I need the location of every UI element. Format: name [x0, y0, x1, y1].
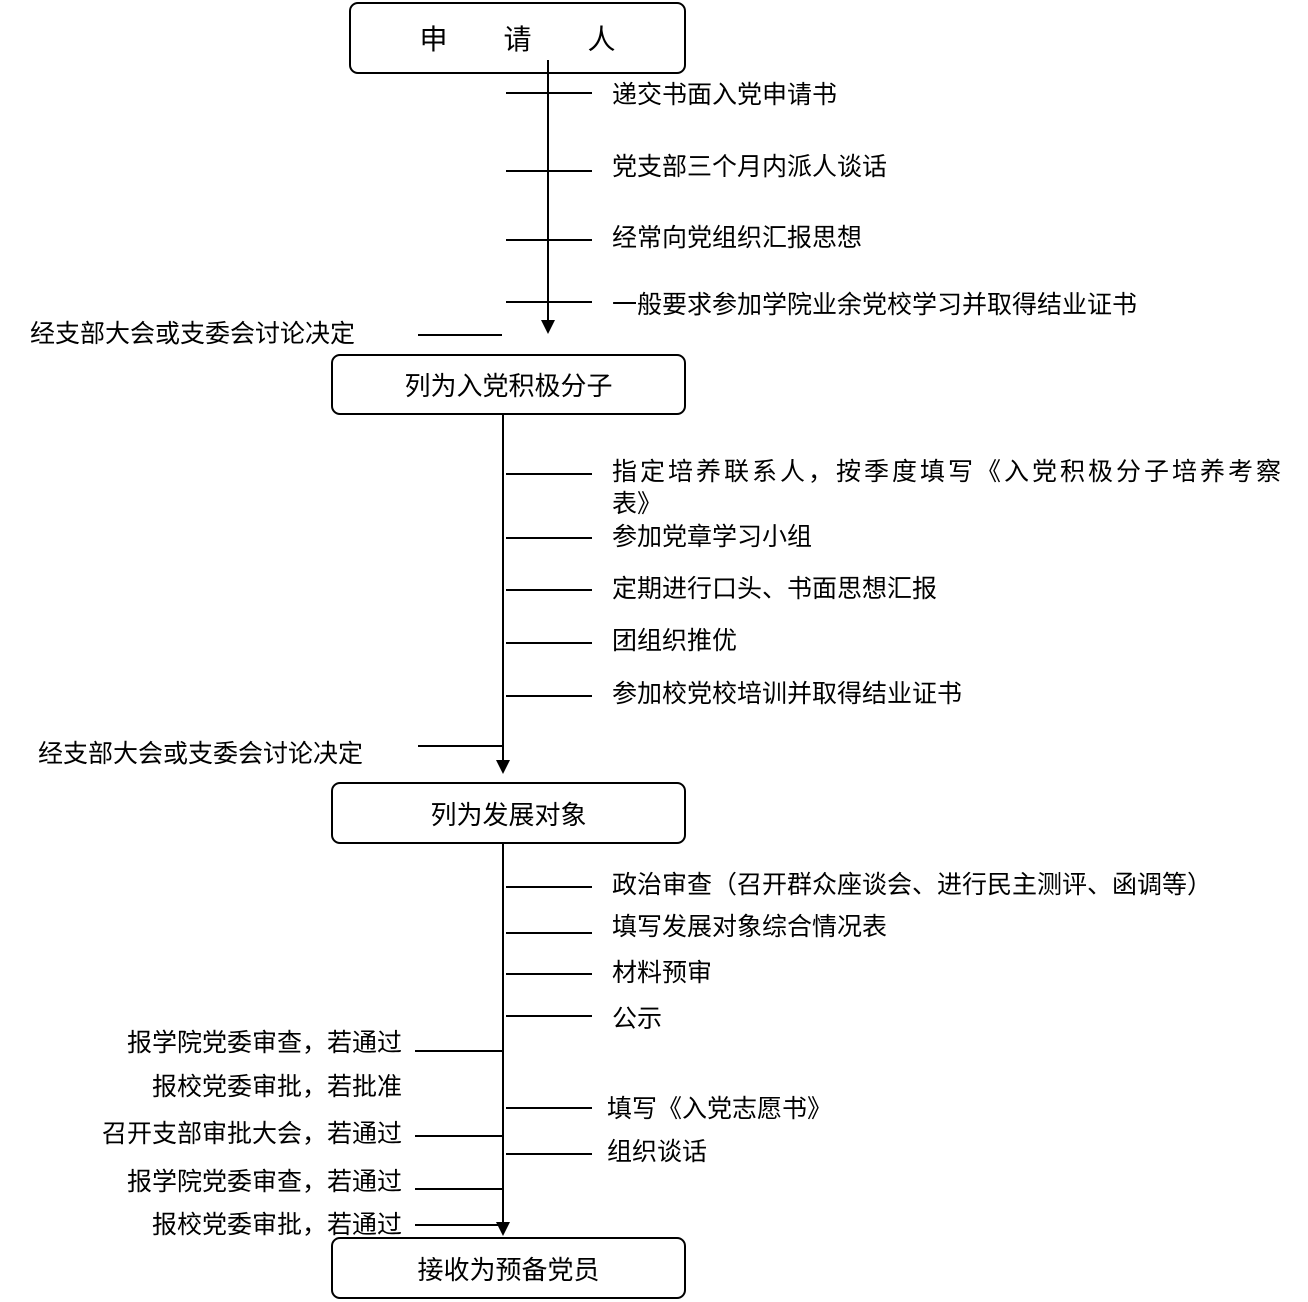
flow-line — [502, 843, 504, 1223]
step-tick — [506, 695, 592, 697]
step-tick — [506, 1107, 592, 1109]
step-label: 材料预审 — [612, 958, 713, 987]
node-label: 列为入党积极分子 — [404, 372, 613, 402]
step-tick — [506, 932, 592, 934]
step-tick — [506, 92, 592, 94]
step-tick — [506, 589, 592, 591]
step-label-continuation: 表》 — [612, 489, 663, 518]
approval-tick — [415, 1224, 502, 1226]
step-tick — [506, 170, 592, 172]
step-label: 参加党章学习小组 — [612, 522, 813, 551]
step-label: 指定培养联系人，按季度填写《入党积极分子培养考察 — [612, 457, 1285, 486]
step-label: 经常向党组织汇报思想 — [612, 223, 863, 252]
step-tick — [506, 886, 592, 888]
step-tick — [506, 642, 592, 644]
step-tick — [506, 239, 592, 241]
node-label: 接收为预备党员 — [417, 1255, 600, 1286]
node-probationary: 接收为预备党员 — [331, 1237, 686, 1299]
step-label: 定期进行口头、书面思想汇报 — [612, 574, 938, 603]
node-candidate: 列为发展对象 — [331, 782, 686, 844]
approval-label: 报校党委审批，若批准 — [151, 1072, 402, 1101]
approval-tick — [415, 1050, 502, 1052]
node-label: 申 请 人 — [419, 23, 616, 56]
approval-label: 报学院党委审查，若通过 — [126, 1028, 402, 1057]
step-label: 组织谈话 — [607, 1137, 708, 1166]
decision-label: 经支部大会或支委会讨论决定 — [38, 739, 364, 768]
approval-label: 召开支部审批大会，若通过 — [101, 1119, 402, 1148]
decision-tick — [418, 334, 502, 336]
step-label: 填写发展对象综合情况表 — [612, 912, 888, 941]
step-label: 党支部三个月内派人谈话 — [612, 152, 888, 181]
approval-label: 报学院党委审查，若通过 — [126, 1167, 402, 1196]
step-tick — [506, 473, 592, 475]
node-label: 列为发展对象 — [430, 800, 587, 831]
step-tick — [506, 537, 592, 539]
step-label: 递交书面入党申请书 — [612, 80, 838, 109]
step-label: 政治审查（召开群众座谈会、进行民主测评、函调等） — [612, 870, 1213, 899]
arrow-down-icon — [541, 320, 555, 334]
approval-tick — [415, 1188, 502, 1190]
approval-label: 报校党委审批，若通过 — [151, 1210, 402, 1239]
flow-line — [502, 414, 504, 762]
step-tick — [506, 973, 592, 975]
step-label: 参加校党校培训并取得结业证书 — [612, 679, 963, 708]
node-applicant: 申 请 人 — [349, 2, 686, 74]
node-activist: 列为入党积极分子 — [331, 354, 686, 415]
step-tick — [506, 1153, 592, 1155]
approval-tick — [415, 1135, 502, 1137]
arrow-down-icon — [496, 760, 510, 774]
step-label: 公示 — [612, 1004, 663, 1033]
flow-line — [547, 60, 549, 322]
step-label: 一般要求参加学院业余党校学习并取得结业证书 — [612, 290, 1138, 319]
step-tick — [506, 301, 592, 303]
step-label: 团组织推优 — [612, 626, 738, 655]
step-tick — [506, 1015, 592, 1017]
decision-label: 经支部大会或支委会讨论决定 — [30, 319, 356, 348]
step-label: 填写《入党志愿书》 — [607, 1094, 833, 1123]
decision-tick — [418, 745, 502, 747]
